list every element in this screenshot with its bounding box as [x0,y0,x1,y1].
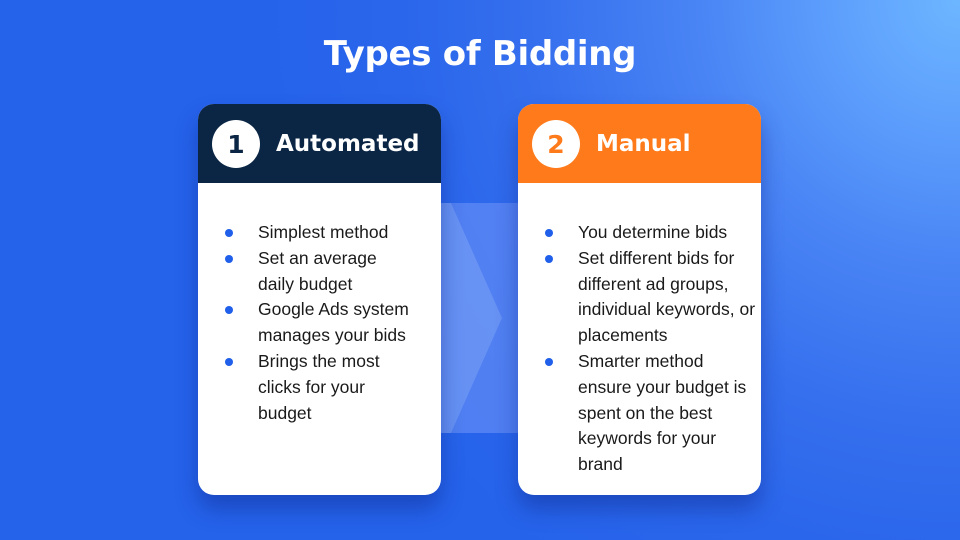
chevron-right-icon [441,203,518,433]
list-item: Google Ads system manages your bids [198,297,441,349]
bullet-icon [545,229,553,237]
bullet-icon [225,254,233,263]
bullet-text: Simplest method [258,222,389,242]
bullet-list: Simplest method Set an average daily bud… [198,220,441,426]
card-title: Manual [596,131,691,157]
card-header-automated: 1 Automated [198,104,441,183]
card-manual: 2 Manual You determine bids Set differen… [518,104,761,495]
bullet-text: Smarter method ensure your budget is spe… [578,350,747,475]
list-item: Brings the most clicks for your budget [198,349,441,426]
list-item: Simplest method [198,220,441,246]
bullet-text: Set an average daily budget [258,247,377,294]
bullet-icon [225,306,233,315]
list-item: You determine bids [518,220,761,246]
bullet-text: Google Ads system manages your bids [258,299,409,346]
connector-band [441,203,518,433]
card-title: Automated [276,131,420,157]
bullet-icon [225,357,233,366]
card-header-manual: 2 Manual [518,104,761,183]
bullet-icon [225,229,233,237]
bullet-icon [545,254,553,263]
bullet-icon [545,357,553,366]
list-item: Set different bids for different ad grou… [518,246,761,349]
bullet-text: You determine bids [578,222,728,242]
number-badge: 2 [532,120,580,168]
list-item: Smarter method ensure your budget is spe… [518,349,761,478]
bullet-text: Brings the most clicks for your budget [258,350,380,423]
bullet-list: You determine bids Set different bids fo… [518,220,761,478]
card-automated: 1 Automated Simplest method Set an avera… [198,104,441,495]
number-badge: 1 [212,120,260,168]
slide-title: Types of Bidding [323,34,637,74]
bullet-text: Set different bids for different ad grou… [578,247,756,346]
list-item: Set an average daily budget [198,246,441,298]
